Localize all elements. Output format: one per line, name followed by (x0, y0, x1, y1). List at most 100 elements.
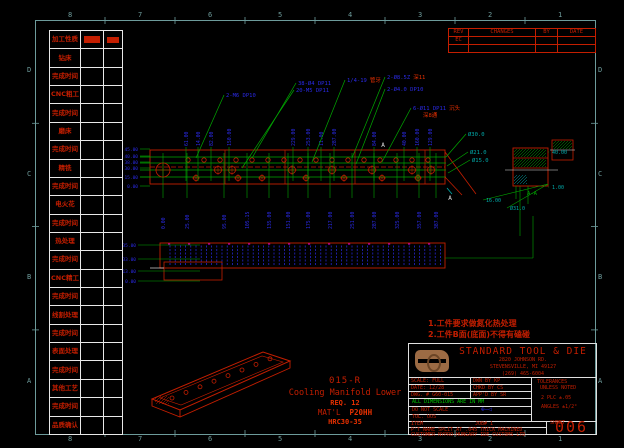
process-value-cell (81, 269, 103, 288)
dim-label: 387.00 (434, 212, 440, 229)
process-step-label: 完成时间 (50, 141, 80, 159)
process-value-cell (104, 67, 122, 86)
grid-ref: C (27, 169, 32, 178)
drawing-line (541, 162, 547, 168)
hidden-view-tick (328, 243, 331, 245)
drawing-line (513, 158, 518, 163)
drawing-circle (201, 157, 207, 163)
date-header: DATE (558, 29, 595, 36)
process-value-cell (104, 31, 122, 49)
hidden-view-tick (288, 243, 291, 245)
process-value-cell (81, 141, 103, 159)
dim-label: 30.00 (124, 166, 138, 172)
dim-label: 33.00 (122, 257, 136, 263)
customer-row: CUSTOMER NYPRO-HUNGARY IDE CUSTOMS LTD (411, 432, 525, 439)
hidden-view-tick (188, 243, 191, 245)
pt-name-label: P'T NAME (411, 427, 436, 433)
hidden-view-tick (368, 243, 371, 245)
dim-label: 325.00 (395, 212, 401, 229)
process-value-cell (104, 416, 122, 434)
drawing-line (544, 155, 547, 158)
drawing-circle (297, 157, 303, 163)
drawing-circle (253, 361, 259, 367)
by-value (536, 37, 557, 44)
material-label: MAT'L (317, 408, 341, 417)
dim-label: 40.00 (124, 154, 138, 160)
process-value-cell (104, 361, 122, 379)
process-value-cell (104, 104, 122, 122)
company-phone: (269) 465-6004 (501, 371, 545, 377)
process-value-cell (104, 288, 122, 306)
dim-label: 25.00 (185, 214, 191, 229)
grid-ref: 7 (138, 435, 143, 443)
drawing-line (538, 159, 547, 168)
grid-ref: 2 (488, 11, 493, 19)
approved-by-field: APP'D BY SR (473, 392, 507, 398)
grid-ref: 4 (348, 11, 353, 19)
drawing-line (513, 148, 518, 153)
drawing-line (311, 79, 346, 163)
grid-ref: 1 (558, 435, 563, 443)
drawing-line (164, 399, 170, 405)
date-value (558, 37, 595, 44)
rev-header: REV (449, 29, 468, 36)
drawing-line (446, 151, 469, 167)
dim-label: 0.00 (125, 279, 136, 285)
process-value-cell (81, 361, 103, 379)
process-value-cell (81, 49, 103, 67)
drawing-line (535, 158, 545, 168)
tolerances-title: TOLERANCES (537, 379, 568, 385)
drawing-circle (233, 157, 239, 163)
dim-label: 151.00 (286, 212, 292, 229)
process-step-label: 完成时间 (50, 104, 80, 122)
dim-label: 35.00 (122, 243, 136, 249)
drawing-line (522, 179, 528, 185)
process-step-label: 完成时间 (50, 67, 80, 86)
dim-label: 14.00 (196, 131, 202, 146)
process-step-label: 线割处理 (50, 306, 80, 324)
dim-label: 40.00 (402, 131, 408, 146)
customer-value: NYPRO-HUNGARY IDE CUSTOMS LTD (438, 432, 526, 438)
dim-label: 0.00 (127, 184, 138, 190)
company-info: STANDARD TOOL & DIE 2820 JOHNSON RD. STE… (453, 346, 593, 378)
dim-label: 105.15 (245, 212, 251, 229)
process-value-cell (104, 122, 122, 141)
date-field: DATE: 12/28 (411, 385, 445, 391)
drawing-line (158, 395, 168, 405)
grid-ref: D (27, 66, 32, 74)
part-hardness: HRC30-35 (328, 418, 362, 426)
callout-label: Ø21.0 (470, 149, 487, 156)
process-value-cell (104, 306, 122, 324)
company-name: STANDARD TOOL & DIE (459, 346, 587, 357)
grid-ref: 3 (418, 11, 423, 19)
process-value-cell (104, 141, 122, 159)
process-value-cell (104, 251, 122, 269)
process-value-cell (104, 324, 122, 343)
section-marker: A (381, 142, 385, 149)
process-value-cell (104, 177, 122, 196)
drawing-rect (159, 242, 446, 269)
drawing-circle (393, 157, 399, 163)
hidden-view-tick (308, 243, 311, 245)
dim-label: 0.00 (161, 217, 167, 229)
process-value-cell (104, 86, 122, 104)
sheet-number: 006 (555, 418, 589, 436)
part-title: 015-R Cooling Manifold Lower REQ. 12 MAT… (270, 376, 420, 426)
dim-label: 150.00 (227, 129, 233, 146)
drawing-circle (377, 157, 383, 163)
grid-ref: 2 (488, 435, 493, 443)
hidden-view-tick (348, 243, 351, 245)
checked-by-field: CHKD BY CS (473, 385, 504, 391)
process-step-label: 完成时间 (50, 361, 80, 379)
process-value-cell (104, 398, 122, 416)
units-note: ALL DIMENSIONS ARE IN MM (412, 399, 485, 405)
sheet-border (35, 20, 596, 435)
drawing-line (520, 148, 530, 158)
drawing-line (517, 148, 527, 158)
drawing-circle (267, 356, 273, 362)
drawing-line (520, 158, 530, 168)
date-value (558, 45, 595, 52)
grid-ref: A (598, 376, 603, 385)
